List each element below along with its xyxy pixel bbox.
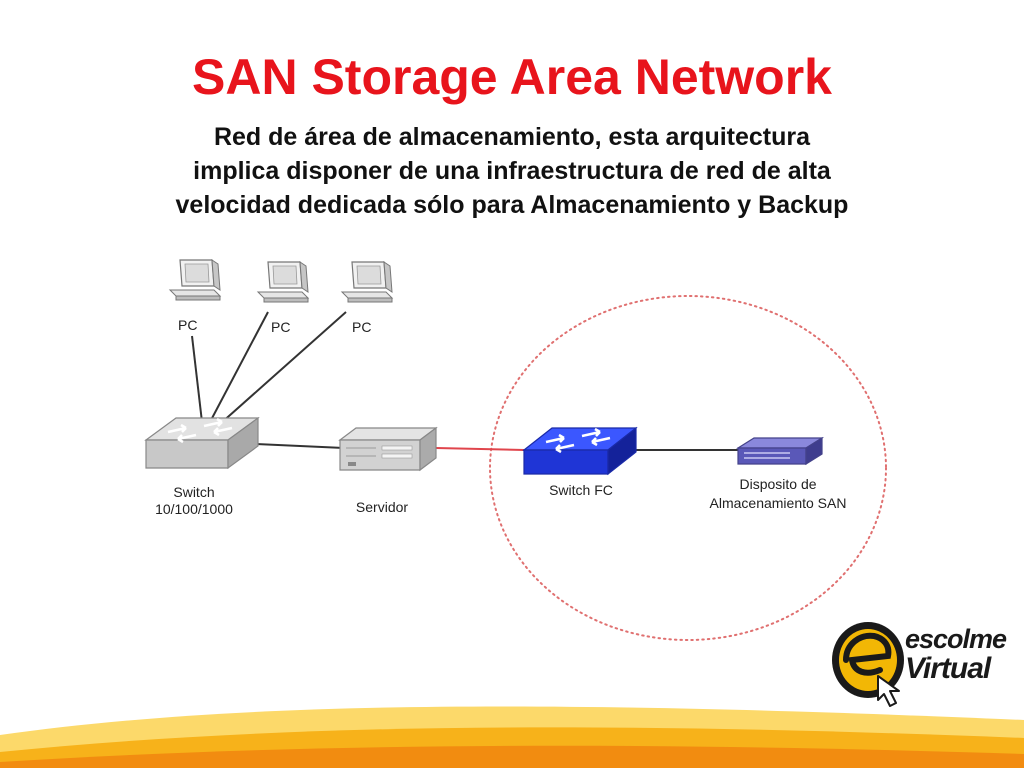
fc-switch-icon (522, 426, 638, 476)
storage-label: Disposito de (739, 476, 816, 492)
link-pc1-switch (191, 335, 203, 423)
pc-icon (256, 261, 310, 303)
switch-fc-label: Switch FC (549, 482, 613, 498)
subtitle-line-2: implica disponer de una infraestructura … (193, 157, 831, 185)
escolme-logo-mark (832, 622, 904, 707)
link-server-switchfc (435, 447, 525, 451)
bottom-wave (0, 706, 1024, 768)
subtitle-line-1: Red de área de almacenamiento, esta arqu… (213, 123, 811, 151)
ethernet-switch-icon (144, 416, 260, 470)
pc-icon (340, 261, 394, 303)
link-pc2-switch (209, 311, 269, 423)
link-pc3-switch (219, 311, 347, 425)
link-switch-server (255, 443, 345, 449)
storage-device-icon (735, 436, 825, 466)
page-title: SAN Storage Area Network (192, 49, 832, 105)
switch-speed-label: 10/100/1000 (155, 501, 233, 517)
logo-line-1: escolme (905, 624, 1007, 654)
connections (191, 311, 738, 451)
pc-label: PC (352, 319, 371, 335)
subtitle: Red de área de almacenamiento, esta arqu… (100, 120, 924, 222)
pc-label: PC (178, 317, 197, 333)
logo-line-2: Virtual (905, 652, 991, 685)
switch-label: Switch (173, 484, 214, 500)
san-boundary (489, 295, 887, 641)
subtitle-line-3: velocidad dedicada sólo para Almacenamie… (175, 191, 849, 219)
escolme-logo: escolme Virtual (905, 624, 1024, 684)
server-label: Servidor (356, 499, 408, 515)
server-icon (338, 426, 438, 472)
pc-label: PC (271, 319, 290, 335)
storage-type-label: Almacenamiento SAN (710, 495, 847, 511)
pc-icon (168, 259, 222, 301)
